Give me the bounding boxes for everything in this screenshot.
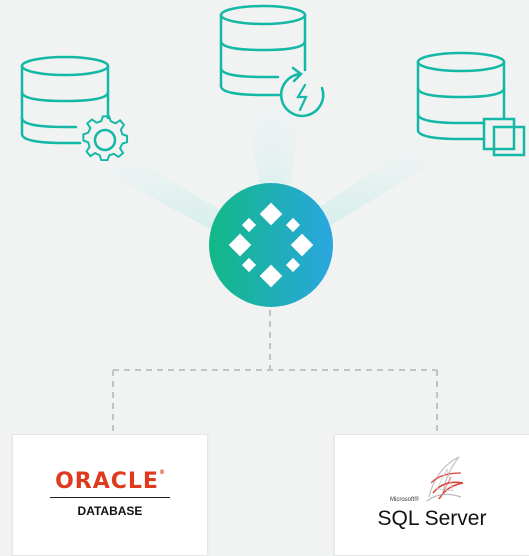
oracle-divider (50, 497, 170, 498)
connector-lines (112, 310, 438, 434)
microsoft-label: Microsoft® (390, 497, 419, 503)
sql-server-card: Microsoft® SQL Server (334, 434, 529, 556)
database-sync-icon (219, 4, 325, 118)
oracle-subtitle: DATABASE (77, 504, 143, 518)
database-gear-icon (20, 55, 129, 162)
hub-logo-icon (209, 183, 333, 307)
oracle-trademark: ® (158, 469, 165, 476)
oracle-logo: ORACLE® (13, 469, 207, 494)
sql-server-wordmark: SQL Server (377, 507, 487, 530)
oracle-database-card: ORACLE® DATABASE (12, 434, 208, 556)
sql-server-logo-icon (426, 456, 464, 502)
database-copy-icon (416, 51, 526, 157)
oracle-wordmark: ORACLE (55, 469, 159, 494)
